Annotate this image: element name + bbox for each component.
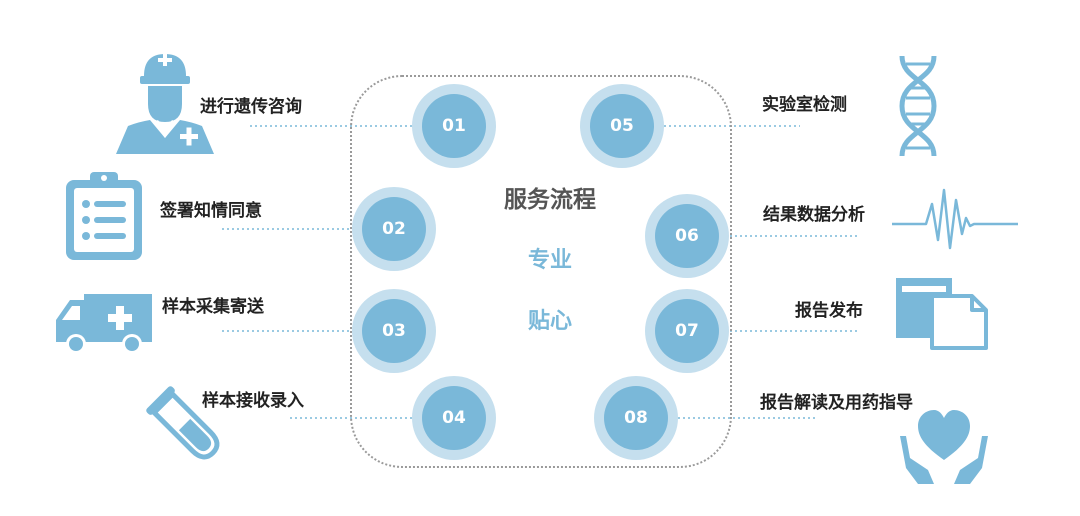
- step-label-06: 结果数据分析: [763, 205, 865, 225]
- step-circle-04: 04: [412, 376, 496, 460]
- heartbeat-icon: [892, 188, 1018, 250]
- step-circle-01: 01: [412, 84, 496, 168]
- documents-icon: [896, 278, 988, 350]
- step-label-05: 实验室检测: [762, 95, 847, 115]
- step-number-02: 02: [362, 197, 426, 261]
- step-label-01: 进行遗传咨询: [200, 97, 302, 117]
- ambulance-icon: [56, 294, 152, 354]
- step-circle-08: 08: [594, 376, 678, 460]
- step-number-01: 01: [422, 94, 486, 158]
- step-label-07: 报告发布: [795, 301, 863, 321]
- step-number-04: 04: [422, 386, 486, 450]
- step-number-06: 06: [655, 204, 719, 268]
- step-circle-05: 05: [580, 84, 664, 168]
- step-number-03: 03: [362, 299, 426, 363]
- step-circle-02: 02: [352, 187, 436, 271]
- step-circle-03: 03: [352, 289, 436, 373]
- step-label-03: 样本采集寄送: [162, 297, 264, 317]
- dna-icon: [899, 55, 937, 157]
- center-line-1: 专业: [527, 248, 572, 273]
- step-number-08: 08: [604, 386, 668, 450]
- center-line-2: 贴心: [527, 309, 572, 334]
- hands-heart-icon: [900, 410, 988, 484]
- step-label-04: 样本接收录入: [202, 391, 304, 411]
- center-title: 服务流程: [504, 187, 596, 213]
- process-frame: [350, 75, 732, 468]
- step-circle-06: 06: [645, 194, 729, 278]
- step-number-05: 05: [590, 94, 654, 158]
- clipboard-icon: [66, 172, 142, 260]
- step-label-02: 签署知情同意: [160, 201, 262, 221]
- test-tube-icon: [146, 386, 220, 460]
- step-number-07: 07: [655, 299, 719, 363]
- step-circle-07: 07: [645, 289, 729, 373]
- doctor-icon: [116, 54, 214, 154]
- step-label-08: 报告解读及用药指导: [760, 393, 913, 413]
